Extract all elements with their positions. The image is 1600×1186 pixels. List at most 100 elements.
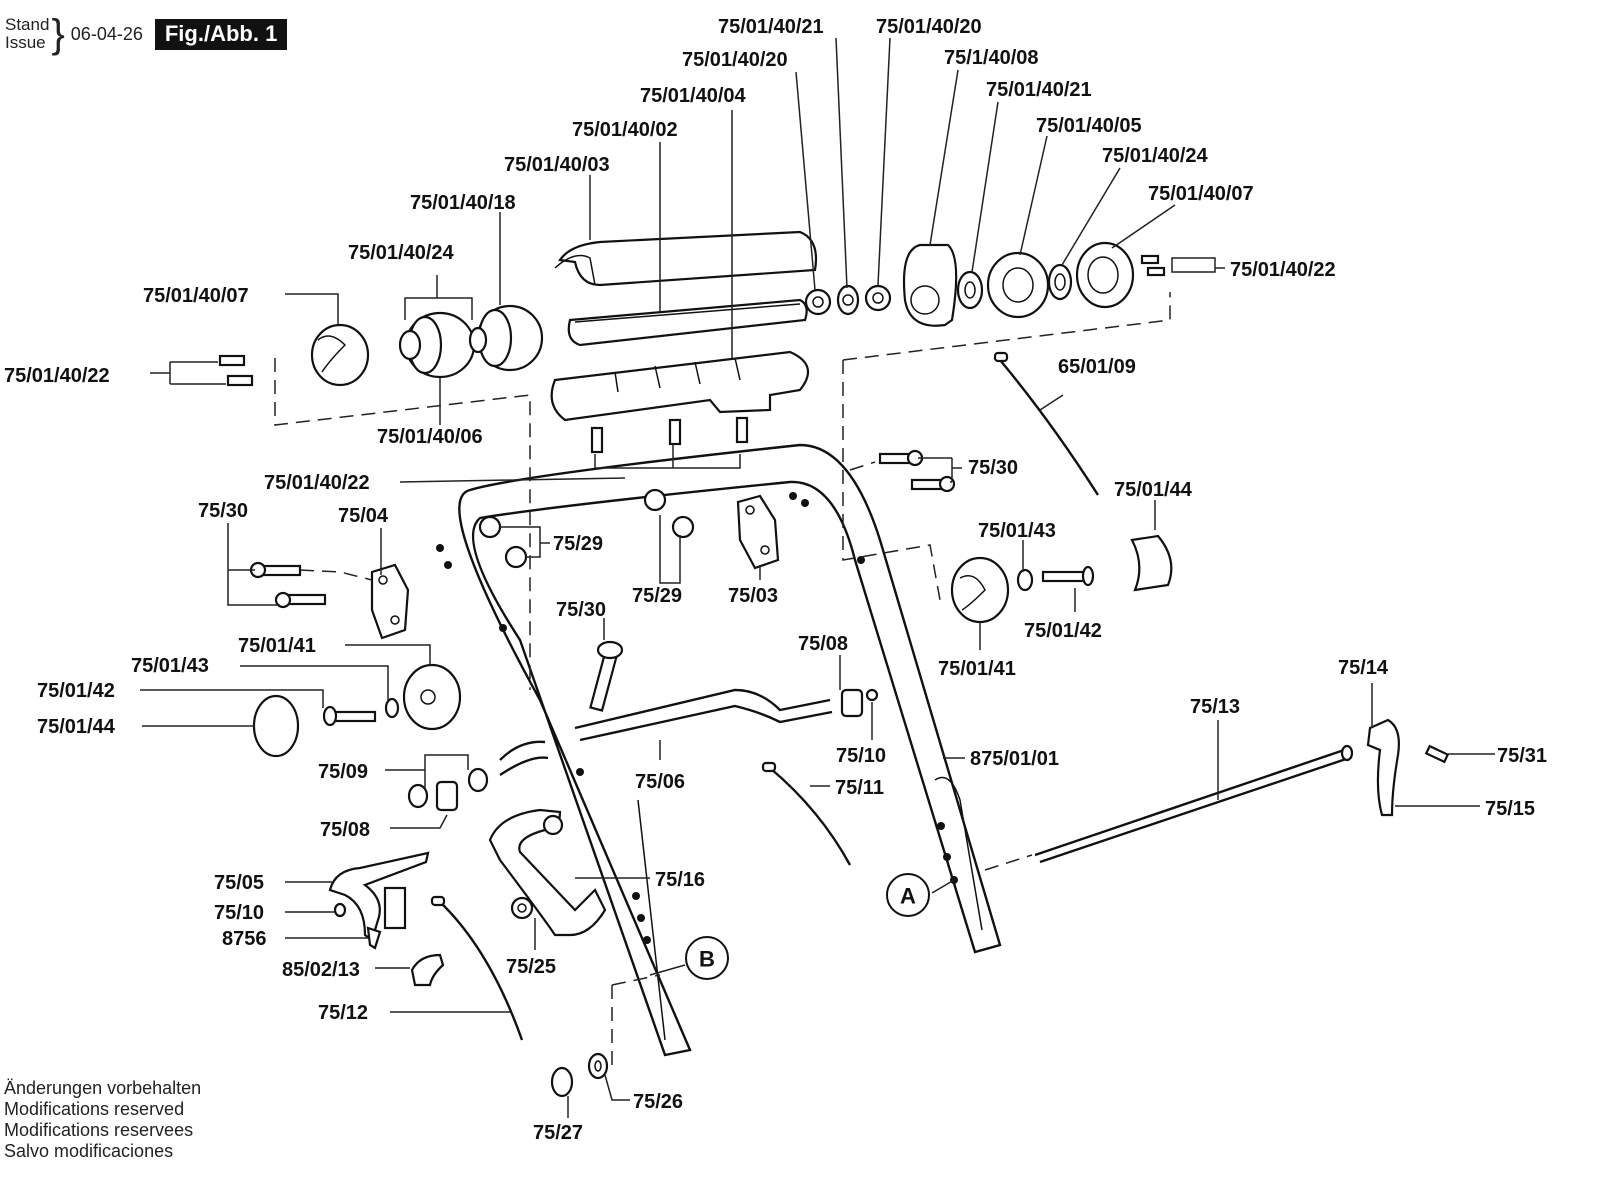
label-75-29-left: 75/29 [553,533,603,555]
footer-line-en: Modifications reserved [4,1099,185,1119]
label-75-08-left: 75/08 [320,819,370,841]
label-75-01-40-04: 75/01/40/04 [640,85,747,107]
bracket-75-03 [736,494,780,570]
label-75-10-right: 75/10 [836,745,886,767]
label-75-25: 75/25 [506,956,556,978]
label-75-09: 75/09 [318,761,368,783]
pin-75-31 [1424,744,1450,764]
bolt-75-01-42-right [1041,565,1095,587]
nuts-75-29 [478,488,695,569]
label-75-31: 75/31 [1497,745,1547,767]
label-75-01-40-22-right: 75/01/40/22 [1230,259,1336,281]
label-75-01-40-24-right: 75/01/40/24 [1102,145,1209,167]
label-75-01-40-20-left: 75/01/40/20 [682,49,788,71]
label-75-30-left: 75/30 [198,500,248,522]
footer-line-es: Salvo modificaciones [4,1141,174,1161]
cover-tube-75-01-40-03 [554,230,818,287]
label-75-06: 75/06 [635,771,685,793]
label-75-27: 75/27 [533,1122,583,1144]
label-75-26: 75/26 [633,1091,683,1113]
label-75-01-40-21-top: 75/01/40/21 [718,16,824,38]
roller-75-01-40-05 [986,251,1050,319]
washer-75-01-43-right [1016,568,1034,592]
rod-75-06 [499,688,833,776]
label-75-15: 75/15 [1485,798,1535,820]
star-washers [804,284,892,316]
label-75-01-42-right: 75/01/42 [1024,620,1102,642]
stand-label: Stand [5,15,50,34]
leader-lines [140,37,1495,1118]
label-75-01-42-left: 75/01/42 [37,680,115,702]
callout-b-text: B [699,947,715,972]
cable-75-12 [430,895,524,1041]
washer-75-01-40-24-right [1047,263,1073,301]
stand-issue-label: Stand Issue [5,16,49,52]
part-labels: 75/01/40/21 75/01/40/20 75/01/40/20 75/1… [4,16,1547,1144]
label-75-01-44-right: 75/01/44 [1114,479,1193,501]
label-75-12: 75/12 [318,1002,368,1024]
label-75-11: 75/11 [835,777,884,799]
clip-85-02-13 [410,953,445,987]
lever-75-05 [328,851,430,942]
cap-75-01-44-left [252,694,300,758]
label-75-01-40-07-left: 75/01/40/07 [143,285,249,307]
cap-75-01-44-right [1130,534,1173,592]
lever-75-1-40-08 [902,243,958,327]
issue-date: 06-04-26 [70,23,143,44]
footer-line-fr: Modifications reservees [4,1120,194,1140]
rod-75-13 [1034,744,1354,864]
clip-75-08-right [840,688,864,718]
shaft-75-01-40-02 [567,298,808,347]
label-75-08-right: 75/08 [798,633,848,655]
nut-75-25 [510,896,534,920]
label-75-01-40-07-right: 75/01/40/07 [1148,183,1254,205]
cable-75-11 [761,761,852,866]
label-75-30-mid: 75/30 [556,599,606,621]
assembly-dashed-lines [274,292,1171,1070]
label-75-01-40-06: 75/01/40/06 [377,426,483,448]
label-75-13: 75/13 [1190,696,1240,718]
roller-75-01-40-18 [468,304,544,372]
figure-badge: Fig./Abb. 1 [154,18,288,50]
pin-75-10-right [865,688,879,702]
label-75-01-40-22-mid: 75/01/40/22 [264,472,370,494]
nut-75-27 [550,1066,574,1098]
cable-65-01-09 [993,351,1100,496]
label-75-01-40-02: 75/01/40/02 [572,119,678,141]
bolts-75-30 [249,449,956,712]
callout-a: A [886,873,930,917]
end-cap-75-01-40-07-left [310,323,370,387]
label-75-14: 75/14 [1338,657,1389,679]
screws-75-01-40-22-right [1140,254,1166,277]
washer-75-01-40-21-right [956,270,984,310]
screws-75-01-40-22-mid [590,416,749,454]
screws-75-01-40-22-left [218,354,254,387]
label-75-1-40-08: 75/1/40/08 [944,47,1039,69]
label-75-01-41-right: 75/01/41 [938,658,1016,680]
label-75-30-right: 75/30 [968,457,1018,479]
label-75-01-40-18: 75/01/40/18 [410,192,516,214]
footer-line-de: Änderungen vorbehalten [4,1078,202,1098]
label-875-01-01: 875/01/01 [970,748,1059,770]
bolt-75-01-42-left [322,705,377,727]
knob-75-01-41-left [402,663,462,731]
label-75-01-40-20-top: 75/01/40/20 [876,16,982,38]
label-65-01-09: 65/01/09 [1058,356,1136,378]
label-75-05: 75/05 [214,872,264,894]
label-75-16: 75/16 [655,869,705,891]
knob-75-01-41-right [950,556,1010,624]
handle-75-15 [1366,718,1400,817]
roller-75-01-40-06 [398,311,476,379]
label-8756: 8756 [222,928,267,950]
clip-75-08-left [435,780,459,812]
label-85-02-13: 85/02/13 [282,959,360,981]
issue-label: Issue [5,33,46,52]
label-75-29-mid: 75/29 [632,585,682,607]
brace-icon: } [51,12,65,56]
label-75-01-40-24-left: 75/01/40/24 [348,242,455,264]
header: Stand Issue } 06-04-26 Fig./Abb. 1 [5,12,288,56]
washer-75-01-43-left [384,697,400,719]
label-75-03: 75/03 [728,585,778,607]
label-75-10-left: 75/10 [214,902,264,924]
label-75-01-40-22-left: 75/01/40/22 [4,365,110,387]
